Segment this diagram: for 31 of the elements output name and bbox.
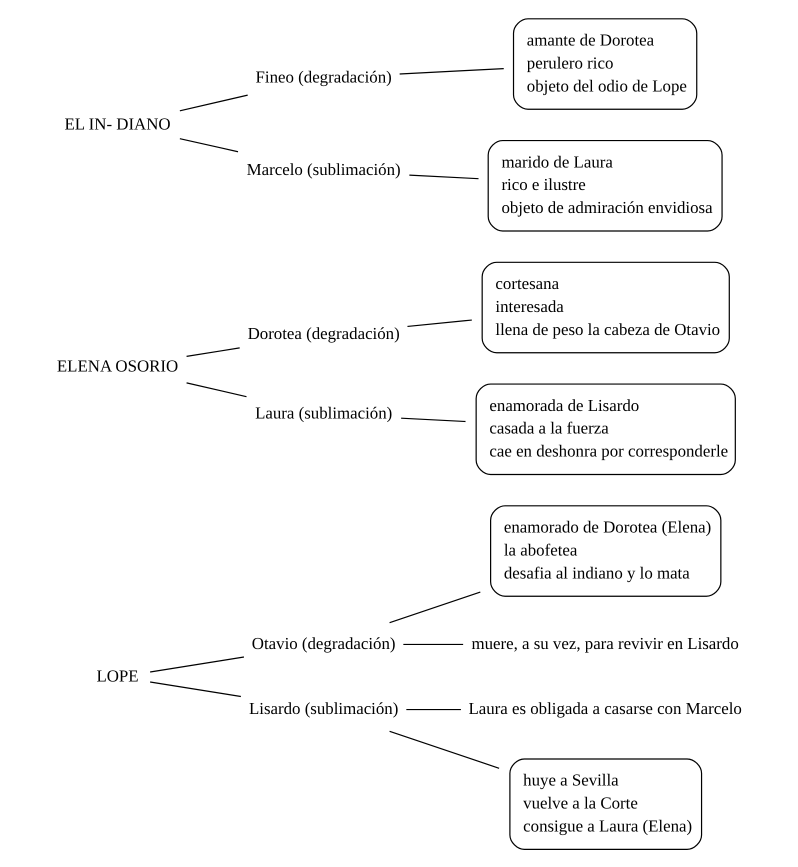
connector xyxy=(180,94,248,112)
node-text: Dorotea (degradación) xyxy=(248,324,400,344)
connector xyxy=(401,418,466,422)
node-box: marido de Laura rico e ilustre objeto de admiración envidiosa xyxy=(488,140,723,232)
connector xyxy=(403,644,464,646)
node-text: Laura (sublimación) xyxy=(255,404,392,423)
node-text: Otavio (degradación) xyxy=(252,634,396,653)
node-text: ELENA OSORIO xyxy=(56,356,178,376)
connector xyxy=(150,681,241,698)
connector xyxy=(389,730,500,769)
node-text: Laura es obligada a casarse con Marcelo xyxy=(468,699,742,718)
connector xyxy=(180,138,238,152)
node-text: EL IN- DIANO xyxy=(64,114,171,134)
connector xyxy=(389,592,480,624)
connector xyxy=(186,347,240,357)
node-text: Marcelo (sublimación) xyxy=(246,160,401,180)
node-box: amante de Dorotea perulero rico objeto del odio de Lope xyxy=(512,18,698,110)
connector xyxy=(407,319,472,328)
node-text: LOPE xyxy=(96,666,139,686)
connector xyxy=(400,68,504,75)
connector xyxy=(406,708,461,710)
node-box: enamorada de Lisardo casada a la fuerza cae en deshonra por corresponderle xyxy=(476,383,736,476)
node-text: Lisardo (sublimación) xyxy=(248,699,398,718)
node-box: cortesana interesada llena de peso la cabeza de Otavio xyxy=(482,262,730,354)
node-box: huye a Sevilla vuelve a la Corte consigue a Laura (Elena) xyxy=(509,758,702,850)
connector xyxy=(150,656,244,673)
node-text: muere, a su vez, para revivir en Lisardo xyxy=(471,634,739,653)
connector xyxy=(186,382,247,398)
connector xyxy=(409,174,479,180)
node-text: Fineo (degradación) xyxy=(256,67,392,86)
node-box: enamorado de Dorotea (Elena) la abofetea desafia al indiano y lo mata xyxy=(490,505,722,597)
